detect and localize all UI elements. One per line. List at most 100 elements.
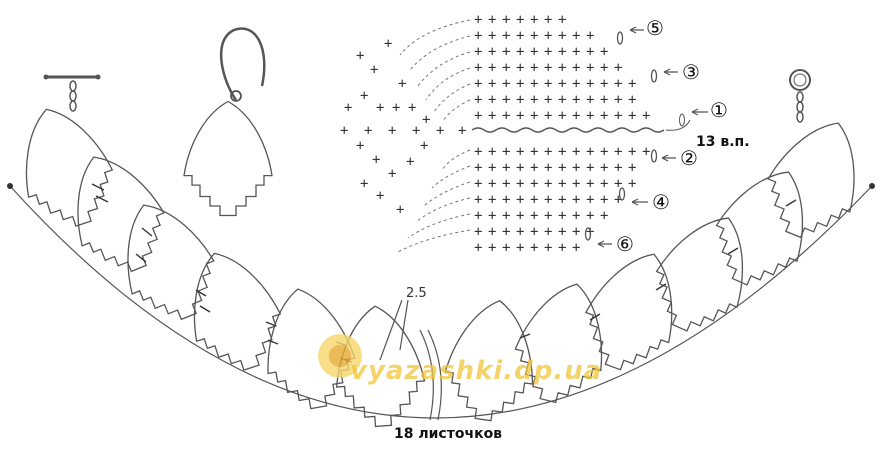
stitch-symbol: + <box>614 192 622 208</box>
stitch-symbol: + <box>544 92 552 108</box>
stitch-symbol: + <box>502 108 510 124</box>
row-marker-ovals <box>584 31 658 241</box>
stitch-symbol: + <box>530 160 538 176</box>
stitch-symbol: + <box>474 12 482 28</box>
stitch-symbol: + <box>572 108 580 124</box>
stitch-symbol: + <box>502 176 510 192</box>
row-marker-3: ③ <box>682 60 700 84</box>
stitch-symbol: + <box>558 160 566 176</box>
stitch-symbol: + <box>544 224 552 240</box>
stitch-symbol: + <box>360 88 368 104</box>
stitch-symbol: + <box>516 28 524 44</box>
row-marker-2: ② <box>680 146 698 170</box>
stitch-symbol: + <box>372 152 380 168</box>
stitch-symbol: + <box>340 123 348 139</box>
stitch-symbol: + <box>586 76 594 92</box>
stitch-symbol: + <box>586 92 594 108</box>
stitch-symbol: + <box>474 224 482 240</box>
stitch-symbol: + <box>474 76 482 92</box>
row-marker-4: ④ <box>652 190 670 214</box>
stitch-symbol: + <box>384 36 392 52</box>
stitch-symbol: + <box>530 76 538 92</box>
stitch-symbol: + <box>436 123 444 139</box>
stitch-symbol: + <box>558 224 566 240</box>
stitch-symbol: + <box>364 123 372 139</box>
stitch-symbol: + <box>600 92 608 108</box>
stitch-symbol: + <box>420 138 428 154</box>
row-marker-5: ⑤ <box>646 16 664 40</box>
stitch-symbol: + <box>572 208 580 224</box>
stitch-symbol: + <box>614 60 622 76</box>
earring <box>183 27 273 217</box>
stitch-symbol: + <box>516 208 524 224</box>
stitch-symbol: + <box>558 208 566 224</box>
ring-clasp <box>789 69 811 123</box>
stitch-symbol: + <box>558 12 566 28</box>
measurement-label: 2.5 <box>406 286 427 301</box>
stitch-symbol: + <box>600 76 608 92</box>
stitch-symbol: + <box>572 160 580 176</box>
stitch-symbol: + <box>586 28 594 44</box>
stitch-symbol: + <box>474 44 482 60</box>
stitch-symbol: + <box>558 176 566 192</box>
stitch-symbol: + <box>488 44 496 60</box>
toggle-clasp <box>43 74 101 112</box>
stitch-symbol: + <box>530 44 538 60</box>
stitch-symbol: + <box>474 92 482 108</box>
stitch-symbol: + <box>474 160 482 176</box>
stitch-symbol: + <box>502 144 510 160</box>
stitch-symbol: + <box>558 108 566 124</box>
stitch-symbol: + <box>488 12 496 28</box>
stitch-symbol: + <box>502 76 510 92</box>
stitch-symbol: + <box>530 144 538 160</box>
stitch-symbol: + <box>572 60 580 76</box>
stitch-symbol: + <box>614 92 622 108</box>
stitch-symbol: + <box>458 123 466 139</box>
necklace-cord <box>9 185 873 419</box>
stitch-symbol: + <box>344 100 352 116</box>
stitch-symbol: + <box>488 108 496 124</box>
stitch-symbol: + <box>516 240 524 256</box>
stitch-symbol: + <box>600 144 608 160</box>
stitch-symbol: + <box>488 144 496 160</box>
stitch-symbol: + <box>544 176 552 192</box>
stitch-symbol: + <box>586 144 594 160</box>
stitch-symbol: + <box>502 44 510 60</box>
stitch-symbol: + <box>488 28 496 44</box>
stitch-symbol: + <box>530 208 538 224</box>
row-marker-6: ⑥ <box>616 232 634 256</box>
row-marker-1: ① <box>710 98 728 122</box>
stitch-symbol: + <box>488 192 496 208</box>
leaf-motif <box>171 239 294 382</box>
stitch-symbol: + <box>572 224 580 240</box>
stitch-symbol: + <box>474 60 482 76</box>
stitch-symbol: + <box>586 208 594 224</box>
stitch-symbol: + <box>376 100 384 116</box>
stitch-symbol: + <box>530 28 538 44</box>
chain-row <box>471 127 665 133</box>
stitch-symbol: + <box>544 76 552 92</box>
stitch-symbol: + <box>530 60 538 76</box>
stitch-symbol: + <box>572 176 580 192</box>
stitch-symbol: + <box>628 176 636 192</box>
stitch-symbol: + <box>586 160 594 176</box>
stitch-symbol: + <box>544 144 552 160</box>
leaf-count-label: 18 листочков <box>394 426 503 442</box>
stitch-symbol: + <box>376 188 384 204</box>
stitch-symbol: + <box>474 192 482 208</box>
stitch-symbol: + <box>558 28 566 44</box>
stitch-symbol: + <box>516 92 524 108</box>
stitch-symbol: + <box>516 76 524 92</box>
stitch-symbol: + <box>502 92 510 108</box>
stitch-symbol: + <box>516 60 524 76</box>
stitch-symbol: + <box>572 76 580 92</box>
cord-end-right <box>869 183 875 189</box>
stitch-symbol: + <box>586 108 594 124</box>
stitch-symbol: + <box>558 44 566 60</box>
stitch-symbol: + <box>544 240 552 256</box>
crochet-chart: ++++++++++++++++++++++++++++++++++++++++… <box>340 12 691 256</box>
stitch-symbol: + <box>412 123 420 139</box>
stitch-symbol: + <box>516 12 524 28</box>
